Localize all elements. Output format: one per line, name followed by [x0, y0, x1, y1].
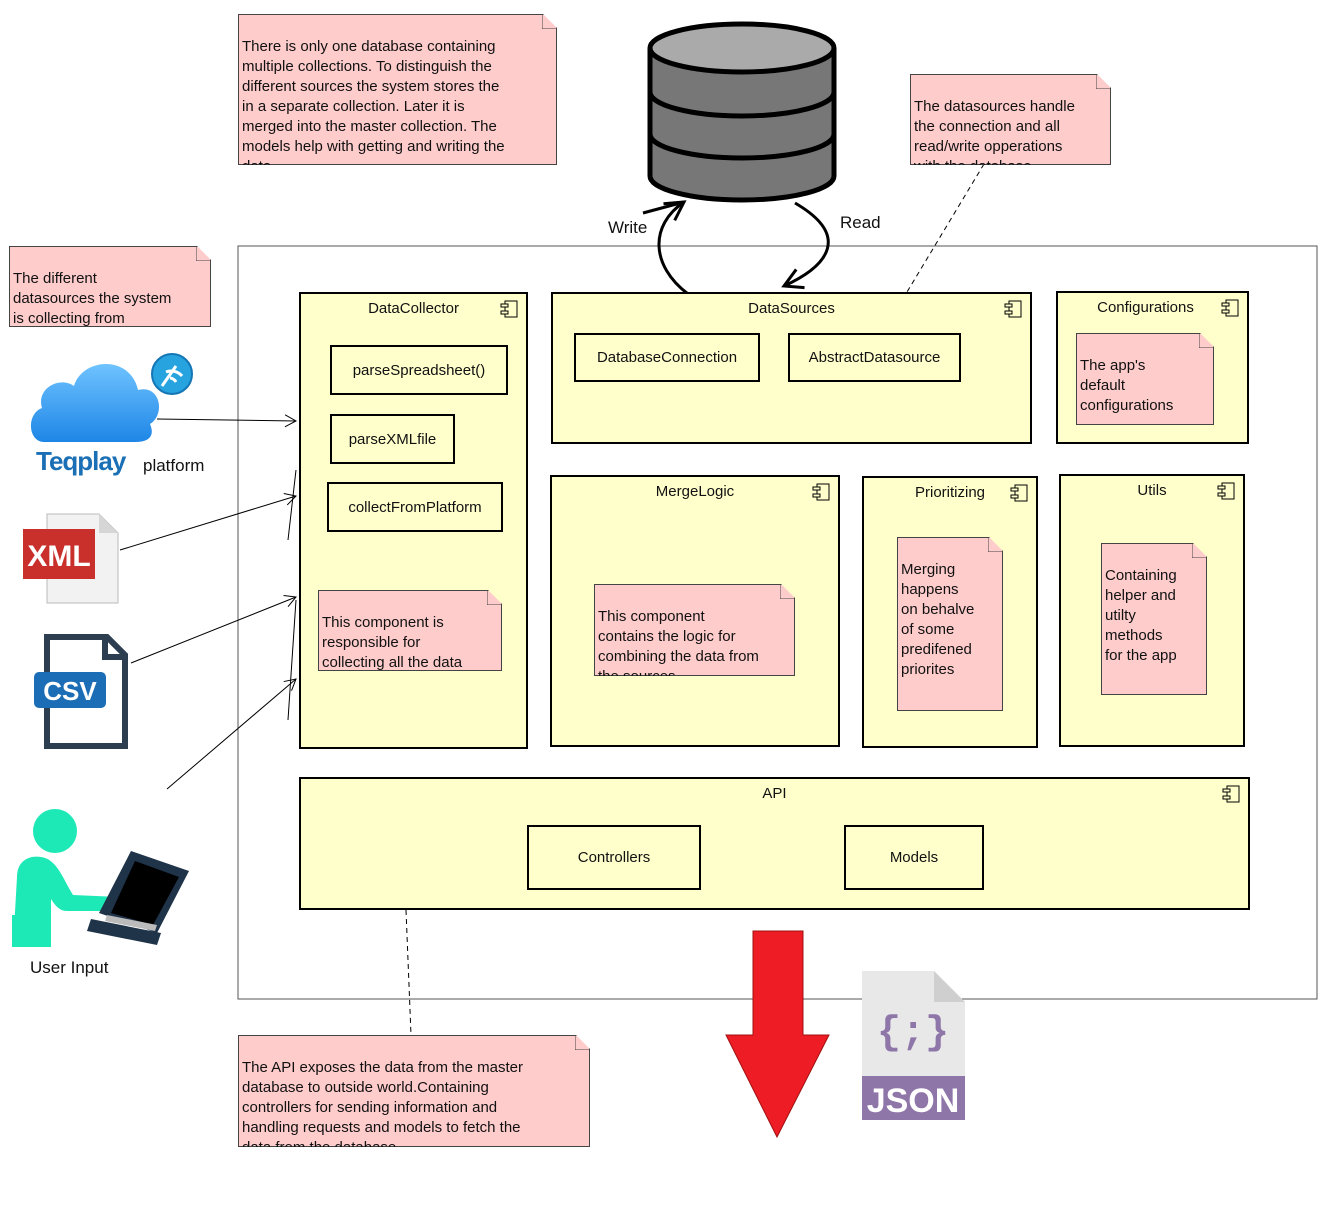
collector-note-text: This component is responsible for collec… — [322, 614, 463, 671]
database-connection-item[interactable]: DatabaseConnection — [574, 333, 760, 382]
prioritizing-title: Prioritizing — [914, 484, 986, 501]
api-title: API — [762, 785, 787, 802]
component-icon — [500, 300, 518, 318]
csv-label: CSV — [43, 676, 97, 706]
output-down-arrow-icon — [725, 930, 830, 1139]
teqplay-arrow — [156, 414, 298, 428]
configurations-note-text: The app's default configurations — [1080, 357, 1174, 414]
write-label: Write — [608, 218, 648, 237]
xml-label: XML — [27, 540, 90, 573]
utils-note: Containing helper and utilty methods for… — [1101, 543, 1207, 695]
database-note: There is only one database containing mu… — [238, 14, 557, 165]
teqplay-cloud-icon — [30, 353, 193, 442]
controllers-item[interactable]: Controllers — [527, 825, 701, 890]
api-component[interactable]: API — [299, 777, 1250, 910]
datacollector-title: DataCollector — [368, 300, 459, 317]
guide-line — [287, 469, 297, 541]
component-icon — [1010, 484, 1028, 502]
prioritizing-note: Merging happens on behalve of some predi… — [897, 537, 1003, 711]
read-arrow — [781, 201, 830, 290]
utils-component[interactable]: Utils — [1059, 474, 1245, 747]
datasources-title: DataSources — [748, 300, 835, 317]
teqplay-brand: Teqplay — [36, 446, 126, 476]
mergelogic-title: MergeLogic — [655, 483, 735, 500]
csv-file-icon: CSV — [34, 634, 128, 749]
database-note-text: There is only one database containing mu… — [242, 38, 505, 175]
parse-spreadsheet-method[interactable]: parseSpreadsheet() — [330, 345, 508, 395]
xml-file-icon: XML — [23, 513, 119, 604]
component-icon — [1221, 299, 1239, 317]
utils-title: Utils — [1137, 482, 1167, 499]
json-braces-text: {;} — [877, 1011, 949, 1056]
collect-from-platform-method[interactable]: collectFromPlatform — [327, 482, 503, 532]
component-icon — [812, 483, 830, 501]
sources-note: The different datasources the system is … — [9, 246, 211, 327]
read-label: Read — [840, 213, 881, 232]
configurations-title: Configurations — [1097, 299, 1194, 316]
datasources-note-connector — [906, 163, 985, 293]
user-arrow — [166, 678, 297, 790]
write-arrow — [657, 200, 689, 296]
api-note: The API exposes the data from the master… — [238, 1035, 590, 1147]
merge-note-text: This component contains the logic for co… — [598, 608, 759, 665]
csv-arrow — [130, 595, 297, 664]
collector-note: This component is responsible for collec… — [318, 590, 502, 671]
json-label: JSON — [867, 1082, 960, 1120]
json-file-icon: {;} JSON — [862, 971, 965, 1120]
parse-xmlfile-method[interactable]: parseXMLfile — [330, 414, 455, 464]
component-icon — [1217, 482, 1235, 500]
models-item[interactable]: Models — [844, 825, 984, 890]
user-input-icon — [12, 809, 189, 947]
api-note-text: The API exposes the data from the master… — [242, 1059, 523, 1156]
datasources-note-text: The datasources handle the connection an… — [914, 98, 1075, 175]
user-input-label: User Input — [30, 958, 109, 977]
teqplay-platform-label: platform — [143, 456, 205, 475]
utils-note-text: Containing helper and utilty methods for… — [1105, 567, 1177, 664]
abstract-datasource-item[interactable]: AbstractDatasource — [788, 333, 961, 382]
component-icon — [1222, 785, 1240, 803]
configurations-note: The app's default configurations — [1076, 333, 1214, 425]
database-cylinder-icon — [647, 21, 837, 203]
prioritizing-note-text: Merging happens on behalve of some predi… — [901, 561, 975, 678]
sources-note-text: The different datasources the system is … — [13, 270, 172, 327]
datasources-note: The datasources handle the connection an… — [910, 74, 1111, 165]
guide-line — [287, 599, 297, 721]
component-icon — [1004, 300, 1022, 318]
api-note-connector — [405, 909, 412, 1036]
xml-arrow — [119, 493, 297, 551]
merge-note: This component contains the logic for co… — [594, 584, 795, 676]
